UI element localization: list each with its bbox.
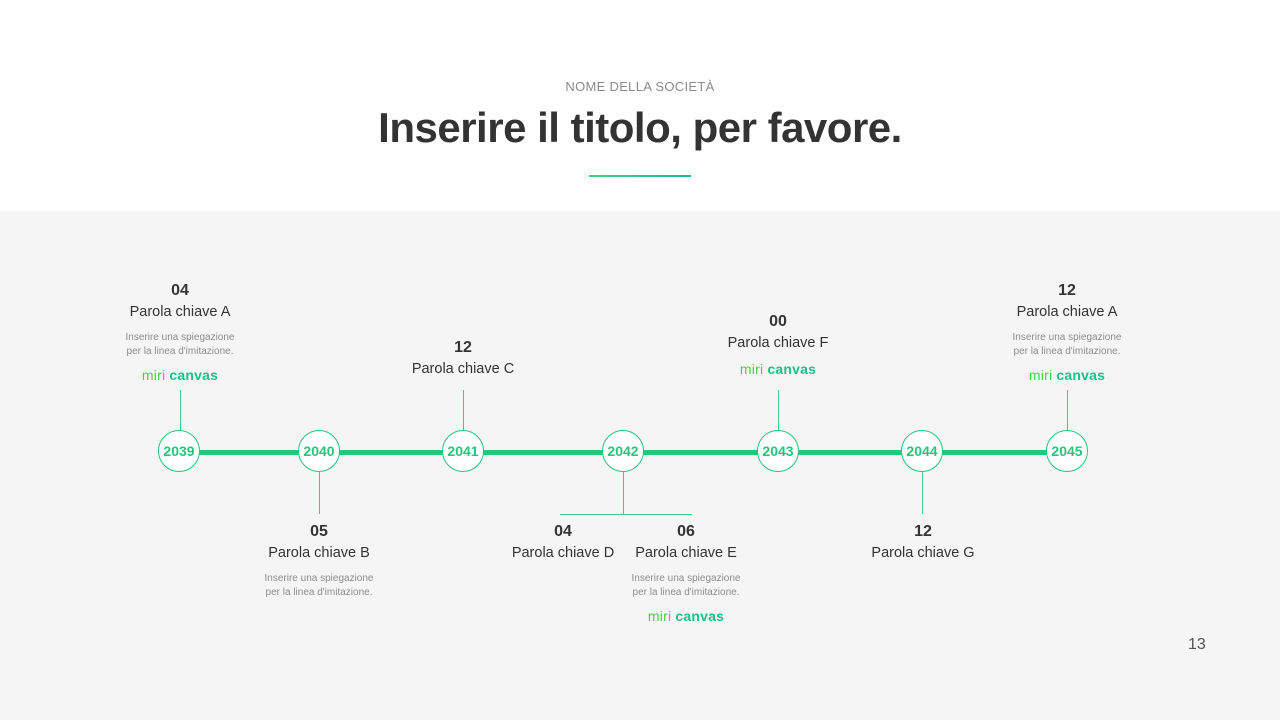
milestone-number: 12 — [454, 339, 472, 356]
milestone-number: 06 — [677, 523, 695, 540]
milestone-number: 04 — [171, 282, 189, 299]
milestone-a-2045: 12 Parola chiave A Inserire una spiegazi… — [992, 281, 1142, 385]
milestone-number: 12 — [1058, 282, 1076, 299]
page-title: Inserire il titolo, per favore. — [378, 104, 902, 151]
milestone-number: 05 — [310, 523, 328, 540]
milestone-number: 00 — [769, 313, 787, 330]
milestone-keyword: Parola chiave B — [268, 545, 370, 561]
year-node-2040: 2040 — [298, 430, 340, 472]
milestone-keyword: Parola chiave C — [411, 361, 515, 377]
page-number: 13 — [1188, 636, 1206, 653]
milestone-keyword: Parola chiave F — [727, 335, 829, 351]
milestone-keyword: Parola chiave G — [871, 545, 975, 561]
year-node-2044: 2044 — [901, 430, 943, 472]
milestone-b-2040: 05 Parola chiave B Inserire una spiegazi… — [244, 522, 394, 600]
miricanvas-logo: miri canvas — [1028, 367, 1106, 383]
milestone-g-2044: 12 Parola chiave G — [848, 522, 998, 563]
milestone-c-2041: 12 Parola chiave C — [388, 338, 538, 379]
milestone-a-2039: 04 Parola chiave A Inserire una spiegazi… — [105, 281, 255, 385]
milestone-keyword: Parola chiave E — [635, 545, 737, 561]
stem-2040 — [319, 472, 320, 514]
miricanvas-logo: miri canvas — [739, 361, 817, 377]
header: NOME DELLA SOCIETÀ Inserire il titolo, p… — [0, 0, 1280, 211]
stem-2045 — [1067, 390, 1068, 430]
milestone-f-2043: 00 Parola chiave F miri canvas — [703, 312, 853, 379]
year-node-2042: 2042 — [602, 430, 644, 472]
stem-2042 — [623, 472, 624, 514]
title-underline — [589, 175, 691, 177]
miricanvas-logo: miri canvas — [141, 367, 219, 383]
stem-2039 — [180, 390, 181, 430]
milestone-keyword: Parola chiave A — [1016, 304, 1118, 320]
milestone-e-2042: 06 Parola chiave E Inserire una spiegazi… — [611, 522, 761, 626]
branch-2042 — [560, 514, 692, 515]
year-node-2039: 2039 — [158, 430, 200, 472]
milestone-number: 04 — [554, 523, 572, 540]
year-node-2045: 2045 — [1046, 430, 1088, 472]
milestone-number: 12 — [914, 523, 932, 540]
stem-2044 — [922, 472, 923, 514]
milestone-keyword: Parola chiave D — [511, 545, 615, 561]
miricanvas-logo: miri canvas — [647, 608, 725, 624]
milestone-keyword: Parola chiave A — [129, 304, 231, 320]
company-name: NOME DELLA SOCIETÀ — [565, 79, 715, 94]
stem-2041 — [463, 390, 464, 430]
year-node-2041: 2041 — [442, 430, 484, 472]
year-node-2043: 2043 — [757, 430, 799, 472]
stem-2043 — [778, 390, 779, 430]
milestone-d-2042: 04 Parola chiave D — [488, 522, 638, 563]
